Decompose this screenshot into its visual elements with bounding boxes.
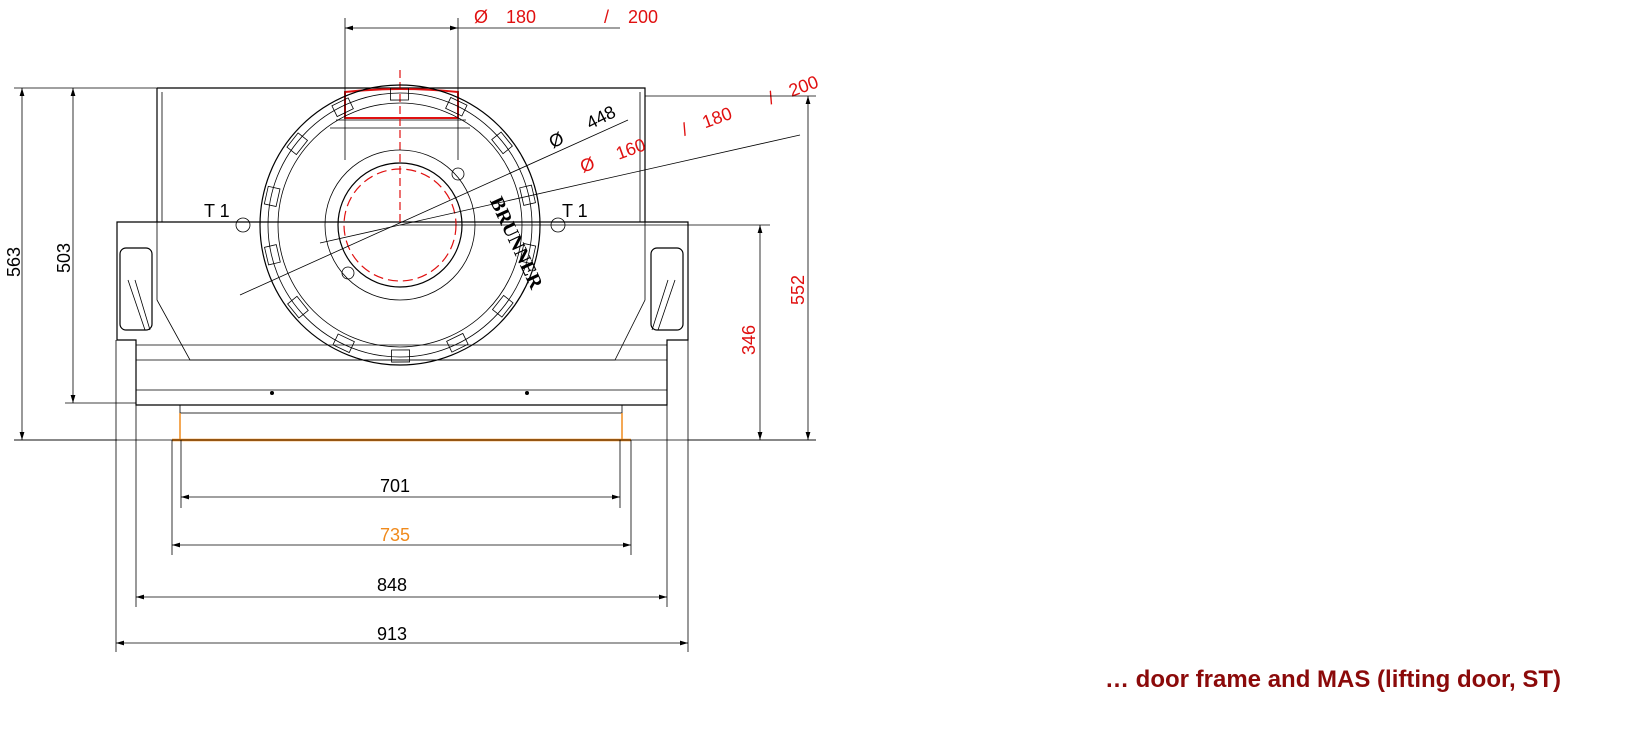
dim-848: 848 [135,405,668,607]
ring-lug [519,184,536,206]
ring-lug [287,295,309,319]
svg-text:563: 563 [4,247,24,277]
dim-503: 503 [54,88,136,404]
dim-346: 346 [400,224,770,440]
svg-text:Ø: Ø [577,153,597,177]
stove-body [116,87,689,414]
svg-text:200: 200 [628,7,658,27]
dim-563: 563 [4,87,157,441]
ring-lug [263,185,281,207]
flue-top-dimension: Ø 180 / 200 [344,7,658,160]
ring-lug [519,243,537,265]
svg-text:735: 735 [380,525,410,545]
svg-text:552: 552 [788,275,808,305]
t1-right-label: T 1 [562,201,588,221]
ring-lug [446,332,469,353]
ring-lug [389,87,409,101]
svg-text:180: 180 [506,7,536,27]
svg-text:503: 503 [54,243,74,273]
svg-text:Ø: Ø [474,7,488,27]
ring-lug [491,131,513,155]
ring-lug [491,294,514,318]
t1-left-label: T 1 [204,201,230,221]
t1-left-marker [235,217,251,233]
svg-text:448: 448 [583,102,619,133]
dim-701: 701 [180,440,621,508]
caption: … door frame and MAS (lifting door, ST) [1105,666,1561,693]
ring-dimension: Ø 448 [546,102,619,153]
leader-ring-448 [239,119,629,296]
svg-text:346: 346 [739,325,759,355]
ring-lug [264,244,281,266]
svg-text:/: / [604,7,609,27]
ring-lug [332,333,355,354]
ring-lug [286,132,309,156]
svg-text:180: 180 [700,103,735,132]
svg-text:848: 848 [377,575,407,595]
brand-lettering: BRUNNER [485,193,547,292]
svg-text:/: / [679,119,691,140]
ring-lug [445,96,468,117]
dim-552: 552 [645,95,816,441]
ring-lug [391,349,411,363]
svg-text:701: 701 [380,476,410,496]
svg-text:/: / [765,88,777,109]
door-frame-outline [14,413,816,442]
svg-text:160: 160 [613,135,648,164]
svg-text:913: 913 [377,624,407,644]
dim-913: 913 [115,340,689,652]
dim-735: 735 [171,440,632,555]
leader-flue-diag [319,134,801,244]
